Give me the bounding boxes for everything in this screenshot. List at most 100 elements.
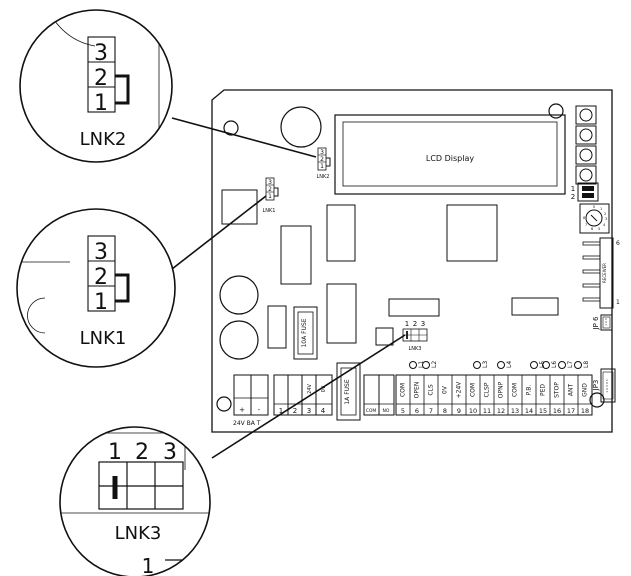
motor-term-label: 24V bbox=[307, 384, 313, 394]
leader-line-lnk1 bbox=[162, 195, 267, 277]
terminal-label: +24V bbox=[456, 381, 463, 399]
lcd-display-label: LCD Display bbox=[426, 154, 475, 163]
push-buttons bbox=[575, 105, 597, 185]
board-lnk2-label: LNK2 bbox=[317, 174, 330, 180]
callout-lnk3-pin: 1 bbox=[108, 440, 122, 465]
motor-term-num: 2 bbox=[293, 407, 297, 415]
led-label: L3 bbox=[482, 361, 489, 368]
board-lnk3-pin: 1 bbox=[405, 320, 409, 328]
dial-number: 7 bbox=[585, 223, 587, 227]
led bbox=[497, 361, 505, 369]
led-label: L1 bbox=[418, 361, 425, 368]
motor-term-num: 4 bbox=[321, 407, 326, 415]
led-label: L8 bbox=[583, 361, 590, 368]
board-lnk3-pin: 2 bbox=[413, 320, 417, 328]
leader-line-lnk2 bbox=[171, 117, 317, 158]
terminal-number: 13 bbox=[511, 407, 519, 415]
motor-term-num: 3 bbox=[307, 407, 311, 415]
terminal-number: 9 bbox=[457, 407, 461, 415]
regulator bbox=[267, 305, 287, 349]
callout-lnk2-label: LNK2 bbox=[80, 129, 127, 150]
receiver-label: RECEIVER bbox=[602, 263, 607, 283]
battery-minus: - bbox=[258, 406, 261, 414]
left-module bbox=[221, 189, 258, 225]
led-row: L1 L2 L3 L4 L5 L6 L7 L8 bbox=[409, 361, 590, 369]
terminal-number: 10 bbox=[469, 407, 477, 415]
callout-lnk3-extra: 1 bbox=[142, 554, 155, 576]
terminal-block: COM5OPEN6CLS70V8+24V9COM10CLSP11OPNP12CO… bbox=[395, 374, 593, 416]
terminal-number: 12 bbox=[497, 407, 505, 415]
terminal-number: 7 bbox=[429, 407, 433, 415]
terminal-label: PED bbox=[540, 384, 547, 396]
terminal-dividers bbox=[409, 375, 579, 415]
terminal-texts: COM5OPEN6CLS70V8+24V9COM10CLSP11OPNP12CO… bbox=[400, 381, 590, 415]
terminal-label: OPNP bbox=[498, 381, 505, 398]
led-label: L4 bbox=[506, 361, 513, 368]
terminal-label: COM bbox=[400, 383, 407, 397]
fuse-1a-label: 1A FUSE bbox=[344, 379, 351, 404]
jp3-label: JP3 bbox=[592, 380, 600, 392]
dip-switch: 1 2 bbox=[571, 182, 599, 202]
terminal-number: 18 bbox=[581, 407, 589, 415]
jp6-label: JP 6 bbox=[592, 316, 600, 331]
terminal-label: STOP bbox=[554, 382, 561, 398]
jp6-pins: 1 2 3 bbox=[604, 318, 608, 326]
callout-lnk1-pin: 3 bbox=[94, 240, 108, 265]
callout-lnk2: 3 2 1 LNK2 bbox=[19, 9, 173, 163]
relay-2 bbox=[280, 225, 312, 285]
mount-hole-bottom-right bbox=[589, 392, 605, 408]
receiver-header: 6 1 RECEIVER bbox=[582, 237, 620, 309]
board-lnk1-pin: 2 bbox=[268, 186, 272, 193]
board-outline bbox=[211, 89, 613, 433]
relay-com-label: COM bbox=[366, 408, 377, 414]
battery-terminals: + - 24V BA T bbox=[233, 374, 269, 427]
dial-number: 4 bbox=[603, 223, 606, 227]
terminal-label: CLSP bbox=[484, 382, 491, 397]
board-lnk1: 3 2 1 LNK1 bbox=[263, 177, 279, 214]
callout-lnk2-pin: 1 bbox=[94, 91, 108, 116]
terminal-number: 6 bbox=[415, 407, 419, 415]
motor-term-label: 0V bbox=[321, 385, 327, 392]
terminal-number: 15 bbox=[539, 407, 547, 415]
terminal-number: 8 bbox=[443, 407, 447, 415]
board-lnk3-pin: 3 bbox=[421, 320, 425, 328]
board-lnk2-pin: 3 bbox=[320, 149, 324, 156]
board-lnk3: 1 2 3 LNK3 bbox=[402, 320, 428, 352]
receiver-pin-1: 1 bbox=[616, 299, 620, 306]
dial-number: 1 bbox=[600, 207, 602, 211]
capacitor-left-2 bbox=[219, 320, 259, 360]
led bbox=[542, 361, 550, 369]
led bbox=[422, 361, 430, 369]
dial-number: 8 bbox=[583, 216, 585, 220]
resistor-bar-1 bbox=[388, 298, 440, 317]
terminal-number: 11 bbox=[483, 407, 491, 415]
callout-lnk2-pin: 2 bbox=[94, 66, 108, 91]
terminal-number: 17 bbox=[567, 407, 575, 415]
motor-term-num: 1 bbox=[279, 407, 283, 415]
jp3-pins: 1 2 3 4 5 bbox=[605, 379, 609, 392]
receiver-pin-6: 6 bbox=[616, 240, 620, 247]
terminal-label: COM bbox=[512, 383, 519, 397]
callout-lnk3-pin: 3 bbox=[163, 440, 177, 465]
motor-terminals: 1 2 3 4 24V 0V bbox=[273, 374, 333, 416]
dip-switch-pin-1: 1 bbox=[571, 185, 575, 193]
dial-number: 5 bbox=[598, 227, 600, 231]
leader-line-lnk3 bbox=[211, 334, 406, 459]
terminal-number: 16 bbox=[553, 407, 561, 415]
led-label: L6 bbox=[551, 361, 558, 368]
terminal-label: CLS bbox=[428, 384, 435, 396]
callout-lnk1-pin: 1 bbox=[94, 290, 108, 315]
callout-lnk3-pin: 2 bbox=[135, 440, 149, 465]
lcd-display bbox=[334, 114, 566, 195]
relay-3 bbox=[326, 283, 357, 344]
resistor-bar-2 bbox=[511, 297, 559, 316]
terminal-label: OPEN bbox=[414, 382, 421, 399]
lcd-display-window bbox=[342, 121, 558, 187]
led bbox=[530, 361, 538, 369]
board-lnk2: 3 2 1 LNK2 bbox=[317, 147, 331, 180]
callout-lnk2-pin: 3 bbox=[94, 41, 108, 66]
dial-zero: 0 bbox=[593, 205, 595, 209]
board-lnk3-label: LNK3 bbox=[409, 346, 422, 352]
fuse-1a: 1A FUSE bbox=[336, 362, 361, 421]
